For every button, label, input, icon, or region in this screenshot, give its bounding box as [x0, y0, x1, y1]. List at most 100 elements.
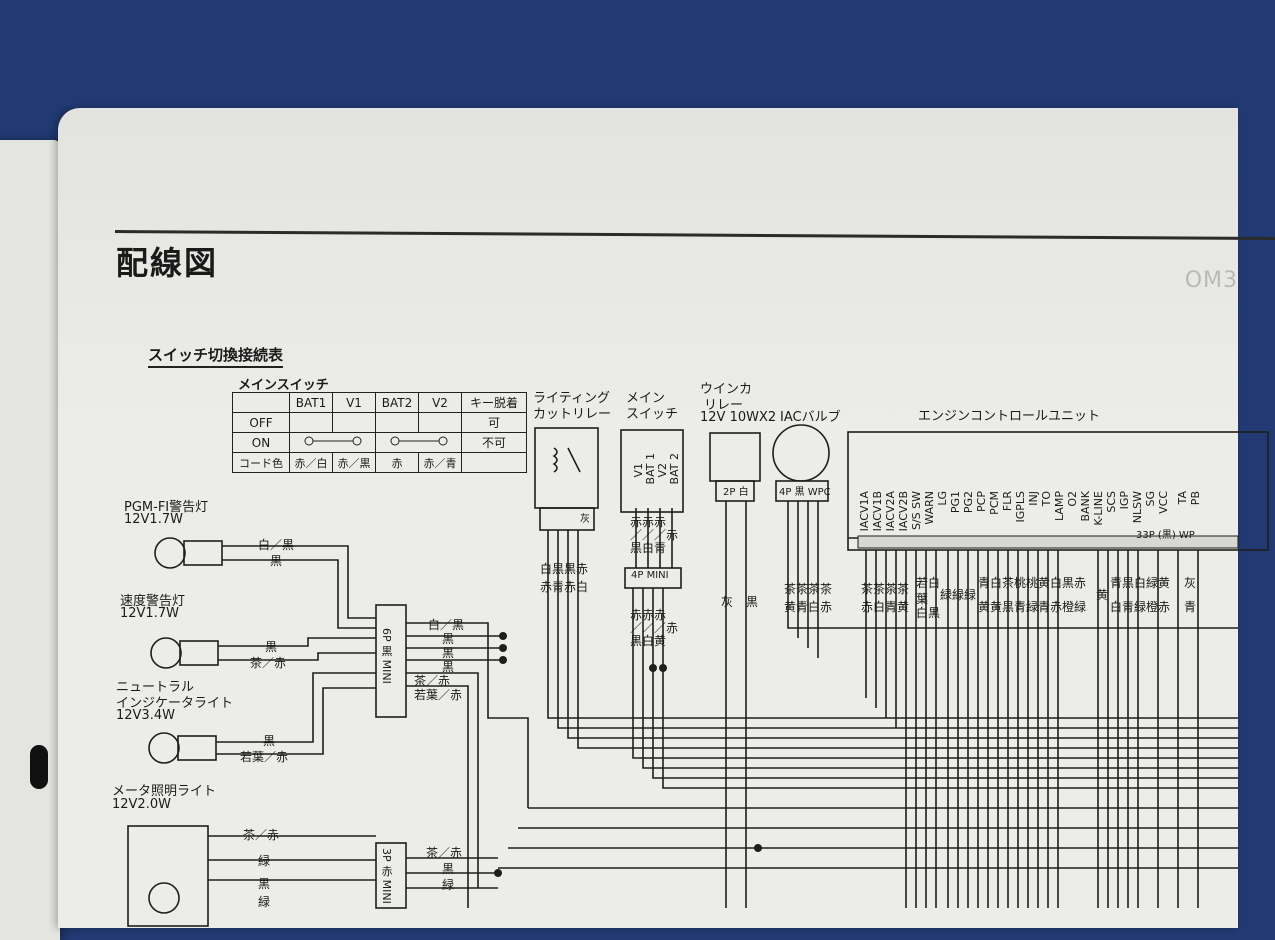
ecu-pin-label: PG1 [949, 491, 962, 514]
ecu-pin-label: VCC [1157, 491, 1170, 514]
wire-color-label: 青白茶桃桃黄白黒赤 [978, 576, 1087, 590]
wire-color-label: 若葉／赤 [240, 750, 289, 764]
relay-pin-label: 灰 [580, 514, 590, 525]
pgm-fi-lamp-spec: 12V1.7W [124, 512, 183, 527]
ecu-pin-label: WARN [923, 491, 936, 525]
wire-color-label: 赤白青黄 [861, 600, 910, 614]
junction-dot [499, 644, 507, 652]
wire-color-label: 黒 [442, 862, 455, 876]
manual-page: 配線図 OM3 スイッチ切換接続表 メインスイッチ BAT1 V1 BAT2 V… [58, 108, 1275, 928]
neutral-bulb-icon [148, 732, 217, 764]
meter-bulb-icon [127, 825, 209, 927]
ecu-pin-label: IACV2B [897, 491, 910, 532]
wire-color: 赤／白 [289, 452, 333, 473]
wire-color-label: 白／黒 [428, 618, 465, 632]
ecu-pin-label: INJ [1027, 491, 1040, 506]
wire-color-label: 黒 [265, 640, 278, 654]
wire-color-label: 黒 [442, 632, 455, 646]
wiring-schematic [127, 424, 1269, 927]
ecu-pin-label: PB [1189, 491, 1202, 506]
ecu-pin-label: LAMP [1053, 491, 1066, 522]
ecu-pin-label: PCP [975, 491, 988, 512]
junction-dot [494, 869, 502, 877]
ecu-pin-label: BANK [1079, 491, 1092, 522]
winker-relay-label-3: 12V 10WX2 [700, 410, 777, 425]
wire-color-label: 若葉／赤 [414, 688, 463, 702]
binder-punch-hole [30, 745, 48, 789]
speed-lamp-label: 速度警告灯 [120, 594, 186, 609]
wire-color-label: 赤赤赤 [630, 515, 667, 529]
junction-dot [659, 664, 667, 672]
ecu-pin-label: SG [1144, 491, 1157, 507]
page-title: 配線図 [116, 244, 219, 282]
table-row-color: コード色 赤／白 赤／黒 赤 赤／青 [232, 452, 527, 473]
wire-harness [498, 501, 1238, 908]
ecu-pin-label: TO [1040, 491, 1053, 507]
wire-color-label: 緑緑緑 [940, 588, 977, 602]
wire-color-label: 緑 [258, 854, 271, 868]
ecu-pin-label: TA [1176, 491, 1189, 505]
ecu-label: エンジンコントロールユニット [918, 409, 1101, 424]
winker-relay-label-2: リレー [704, 398, 744, 413]
connection-link-icon [304, 436, 361, 446]
wire-color-label: 葉 [916, 592, 929, 606]
wire-color-label: 黄黄黒青緑青赤橙緑 [978, 600, 1087, 614]
table-cell [461, 452, 527, 473]
neutral-lamp-label-1: ニュートラル [116, 680, 195, 695]
speed-lamp-spec: 12V1.7W [120, 606, 179, 621]
wire-color-label: 白／黒 [258, 538, 295, 552]
wire-color-label: 茶／赤 [250, 656, 287, 670]
main-switch-pin-label: BAT 2 [668, 453, 681, 485]
wire-color-label: 黒 [442, 660, 455, 674]
ecu-pin-label: IGP [1118, 491, 1131, 510]
wire-color: 赤／青 [418, 452, 462, 473]
pgm-fi-lamp-label: PGM-FI警告灯 [124, 500, 209, 515]
wire-color: 赤／黒 [332, 452, 376, 473]
speed-bulb-icon [150, 637, 219, 669]
wire-color-label: 白黒黒赤 [540, 562, 589, 576]
wire-color-label: 青 [1184, 600, 1197, 614]
row-label: コード色 [232, 452, 290, 473]
ecu-pin-label: PCM [988, 491, 1001, 515]
ecu-33p-connector [857, 535, 1239, 549]
ecu-pin-label: SCS [1105, 491, 1118, 513]
wire-color-label: 緑 [442, 878, 455, 892]
wire-color-label: 茶／赤 [243, 828, 280, 842]
wire-color-label: ／／／赤 [630, 621, 679, 635]
winker-relay-body [709, 432, 761, 482]
connector-33p-label: 33P (黒) WP [1136, 530, 1195, 541]
connector-3p-label: 3P 赤 MINI [380, 848, 393, 904]
junction-dot [649, 664, 657, 672]
wire-color-label: 青黒白緑黄 [1110, 576, 1171, 590]
connector-3p [375, 842, 407, 909]
connector-4p-mini-label: 4P MINI [631, 570, 669, 581]
lighting-relay-label-2: カットリレー [533, 407, 612, 422]
wire-color-label: 黒 [746, 595, 759, 609]
winker-relay-connector [715, 480, 755, 502]
iac-valve-connector [775, 480, 829, 502]
lighting-relay-label-1: ライティング [533, 391, 610, 406]
wire-color-label: 白青緑橙赤 [1110, 600, 1171, 614]
iac-valve-label: IACバルブ [780, 410, 841, 425]
main-switch-label-1: メイン [626, 391, 666, 406]
meter-light-label: メータ照明ライト [112, 784, 217, 799]
wire-color-label: 黒白青 [630, 541, 667, 555]
ecu-pin-label: O2 [1066, 491, 1079, 507]
connector-6p [375, 604, 407, 718]
wire-color-label: 黄青白赤 [784, 600, 833, 614]
pgm-fi-bulb-icon [154, 537, 223, 569]
wire-color-label: 黒 [442, 646, 455, 660]
wire-color-label: 灰 [721, 595, 734, 609]
wire-color-label: 黒 [263, 734, 276, 748]
wire-color-label: 茶／赤 [426, 846, 463, 860]
wire-color-label: 白黒 [916, 606, 941, 620]
connection-link-icon [390, 436, 447, 446]
lighting-relay-connector [539, 507, 595, 531]
page-corner-code: OM3 [1184, 268, 1238, 293]
table-row-on: ON 不可 [232, 432, 527, 453]
neutral-lamp-spec: 12V3.4W [116, 708, 175, 723]
meter-light-spec: 12V2.0W [112, 797, 171, 812]
winker-relay-label-1: ウインカ [700, 382, 753, 397]
ecu-pin-label: S/S SW [910, 491, 923, 531]
ecu-pin-label: K-LINE [1092, 491, 1105, 526]
